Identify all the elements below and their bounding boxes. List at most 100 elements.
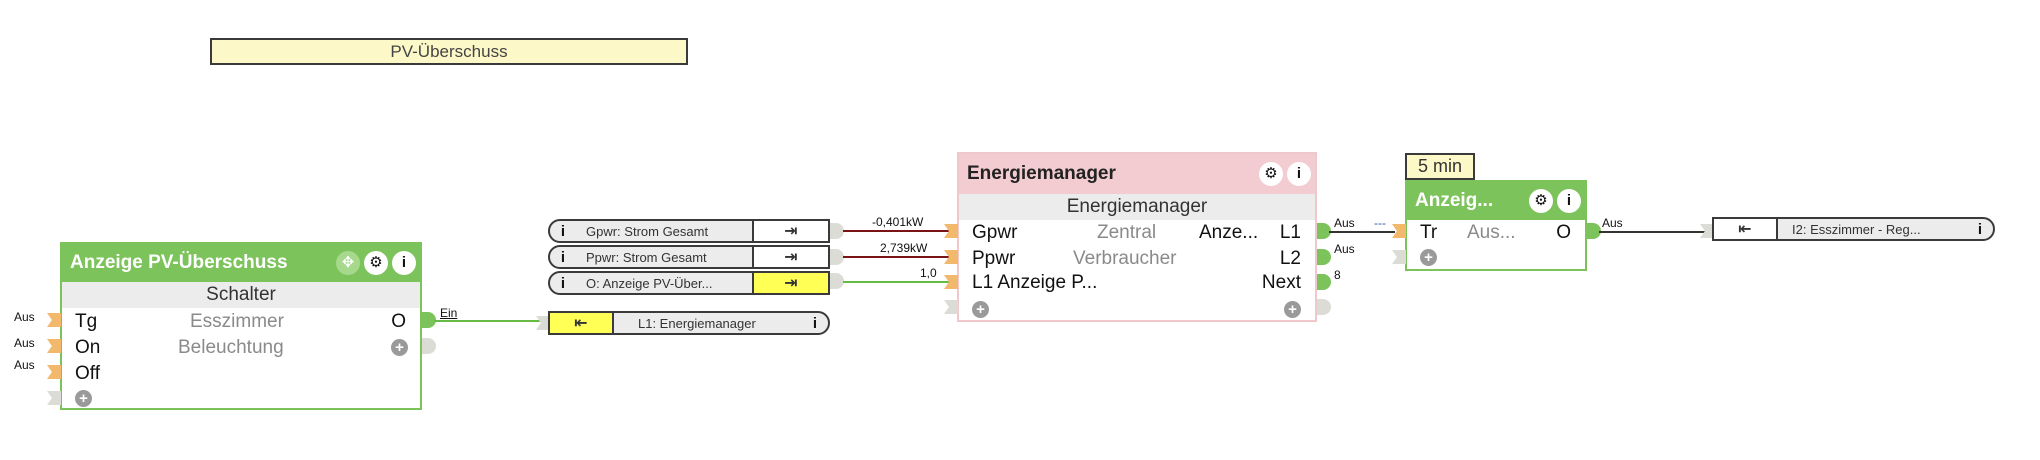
output-l1-value: Aus	[1334, 216, 1355, 230]
switch-block[interactable]: Anzeige PV-Überschuss ✥ ⚙ i Schalter Tg …	[60, 242, 422, 410]
output-ref-l1[interactable]: ⇤ L1: Energiemanager i	[548, 311, 830, 335]
energy-manager-block[interactable]: Energiemanager ⚙ i Energiemanager Gpwr Z…	[957, 152, 1317, 322]
info-icon[interactable]: i	[1557, 189, 1581, 213]
energy-block-title: Energiemanager	[967, 163, 1116, 184]
input-empty-port[interactable]	[47, 391, 61, 405]
input-ref-cell[interactable]: ⇥	[752, 247, 828, 267]
input-tr-label: Tr	[1420, 222, 1438, 243]
location-zentral: Zentral	[1097, 222, 1157, 243]
input-ref-label: O: Anzeige PV-Über...	[586, 275, 713, 291]
gear-icon[interactable]: ⚙	[1259, 162, 1283, 186]
timer-output-value: Aus	[1602, 216, 1623, 230]
ref-output-icon: ⇤	[574, 315, 588, 332]
input-ref-anzeige[interactable]: i O: Anzeige PV-Über... ⇥	[548, 271, 830, 295]
gear-icon[interactable]: ⚙	[364, 251, 388, 275]
output-ref-cell[interactable]: ⇤	[550, 313, 614, 333]
location-verbraucher: Verbraucher	[1073, 248, 1177, 269]
input-l1-anzeige-port[interactable]	[944, 275, 958, 289]
info-icon[interactable]: i	[560, 248, 566, 266]
input-ppwr-port[interactable]	[944, 250, 958, 264]
location-room: Esszimmer	[190, 311, 284, 332]
output-o-port[interactable]	[422, 312, 436, 328]
wire-anzeige[interactable]	[843, 281, 953, 283]
move-icon[interactable]: ✥	[336, 251, 360, 275]
output-l2-port[interactable]	[1317, 249, 1331, 265]
input-off-value: Aus	[14, 358, 35, 372]
i2-ref-port[interactable]	[1700, 224, 1714, 238]
add-input-icon[interactable]: +	[75, 390, 92, 407]
output-ref-label: L1: Energiemanager	[638, 315, 756, 331]
input-empty-port[interactable]	[1392, 250, 1406, 264]
output-next-port[interactable]	[1317, 274, 1331, 290]
input-on-port[interactable]	[47, 339, 61, 353]
add-output-icon[interactable]: +	[391, 339, 408, 356]
output-anze-label: Anze...	[1199, 222, 1259, 243]
output-o-port[interactable]	[1587, 223, 1601, 239]
info-icon[interactable]: i	[392, 251, 416, 275]
input-tg-value: Aus	[14, 310, 35, 324]
input-ref-gpwr[interactable]: i Gpwr: Strom Gesamt ⇥	[548, 219, 830, 243]
input-ref-label: Ppwr: Strom Gesamt	[586, 249, 707, 265]
timer-block-header[interactable]: Anzeig... ⚙ i	[1407, 182, 1585, 220]
ref-input-icon: ⇥	[784, 275, 798, 292]
info-icon[interactable]: i	[812, 314, 818, 332]
info-icon[interactable]: i	[1287, 162, 1311, 186]
input-tg-label: Tg	[75, 311, 98, 332]
wire-l1-to-timer[interactable]	[1329, 231, 1395, 233]
comment-box[interactable]: PV-Überschuss	[210, 38, 688, 65]
output-o-label: O	[391, 311, 406, 332]
gear-icon[interactable]: ⚙	[1529, 189, 1553, 213]
energy-block-header[interactable]: Energiemanager ⚙ i	[959, 154, 1315, 194]
output-empty-port[interactable]	[1317, 299, 1331, 315]
timer-middle-text: Aus...	[1467, 222, 1516, 243]
output-o-label: O	[1556, 222, 1571, 243]
info-icon[interactable]: i	[1977, 220, 1983, 238]
location-function: Beleuchtung	[178, 337, 284, 358]
wire-gpwr-value: -0,401kW	[872, 215, 924, 229]
input-ref-cell[interactable]: ⇥	[752, 273, 828, 293]
timer-block-title: Anzeig...	[1415, 190, 1494, 211]
input-on-value: Aus	[14, 336, 35, 350]
wire-ein[interactable]	[434, 320, 540, 322]
output-ref-i2[interactable]: ⇤ I2: Esszimmer - Reg... i	[1712, 217, 1995, 241]
input-gpwr-port[interactable]	[944, 224, 958, 238]
ref-input-icon: ⇥	[784, 249, 798, 266]
info-icon[interactable]: i	[560, 222, 566, 240]
switch-block-type: Schalter	[62, 282, 420, 308]
input-tr-port[interactable]	[1392, 224, 1406, 238]
wire-timer-to-i2[interactable]	[1599, 231, 1705, 233]
wire-tr-hint: ---	[1374, 216, 1386, 230]
input-ref-label: Gpwr: Strom Gesamt	[586, 223, 709, 239]
switch-block-header[interactable]: Anzeige PV-Überschuss ✥ ⚙ i	[62, 244, 420, 282]
output-l2-label: L2	[1279, 248, 1301, 269]
output-l1-port[interactable]	[1317, 223, 1331, 239]
wire-ppwr[interactable]	[843, 256, 953, 258]
add-input-icon[interactable]: +	[1420, 249, 1437, 266]
add-output-icon[interactable]: +	[1284, 301, 1301, 318]
output-l2-value: Aus	[1334, 242, 1355, 256]
output-empty-port[interactable]	[422, 338, 436, 354]
input-tg-port[interactable]	[47, 313, 61, 327]
add-input-icon[interactable]: +	[972, 301, 989, 318]
wire-gpwr[interactable]	[843, 230, 953, 232]
wire-ein-value: Ein	[440, 306, 458, 320]
l1-ref-port[interactable]	[536, 316, 550, 330]
input-ref-port[interactable]	[830, 273, 844, 289]
input-off-label: Off	[75, 363, 100, 384]
input-ref-cell[interactable]: ⇥	[752, 221, 828, 241]
input-ref-port[interactable]	[830, 223, 844, 239]
timer-label[interactable]: 5 min	[1405, 153, 1475, 180]
output-next-label: Next	[1261, 272, 1301, 293]
output-ref-cell[interactable]: ⇤	[1714, 219, 1778, 239]
info-icon[interactable]: i	[560, 274, 566, 292]
ref-output-icon: ⇤	[1738, 221, 1752, 238]
input-ref-ppwr[interactable]: i Ppwr: Strom Gesamt ⇥	[548, 245, 830, 269]
input-ref-port[interactable]	[830, 249, 844, 265]
ref-input-icon: ⇥	[784, 223, 798, 240]
input-off-port[interactable]	[47, 365, 61, 379]
wire-anzeige-value: 1,0	[920, 266, 937, 280]
switch-block-title: Anzeige PV-Überschuss	[70, 252, 288, 273]
output-ref-label: I2: Esszimmer - Reg...	[1792, 221, 1921, 237]
timer-block[interactable]: Anzeig... ⚙ i Tr Aus... O +	[1405, 180, 1587, 271]
input-empty-port[interactable]	[944, 300, 958, 314]
